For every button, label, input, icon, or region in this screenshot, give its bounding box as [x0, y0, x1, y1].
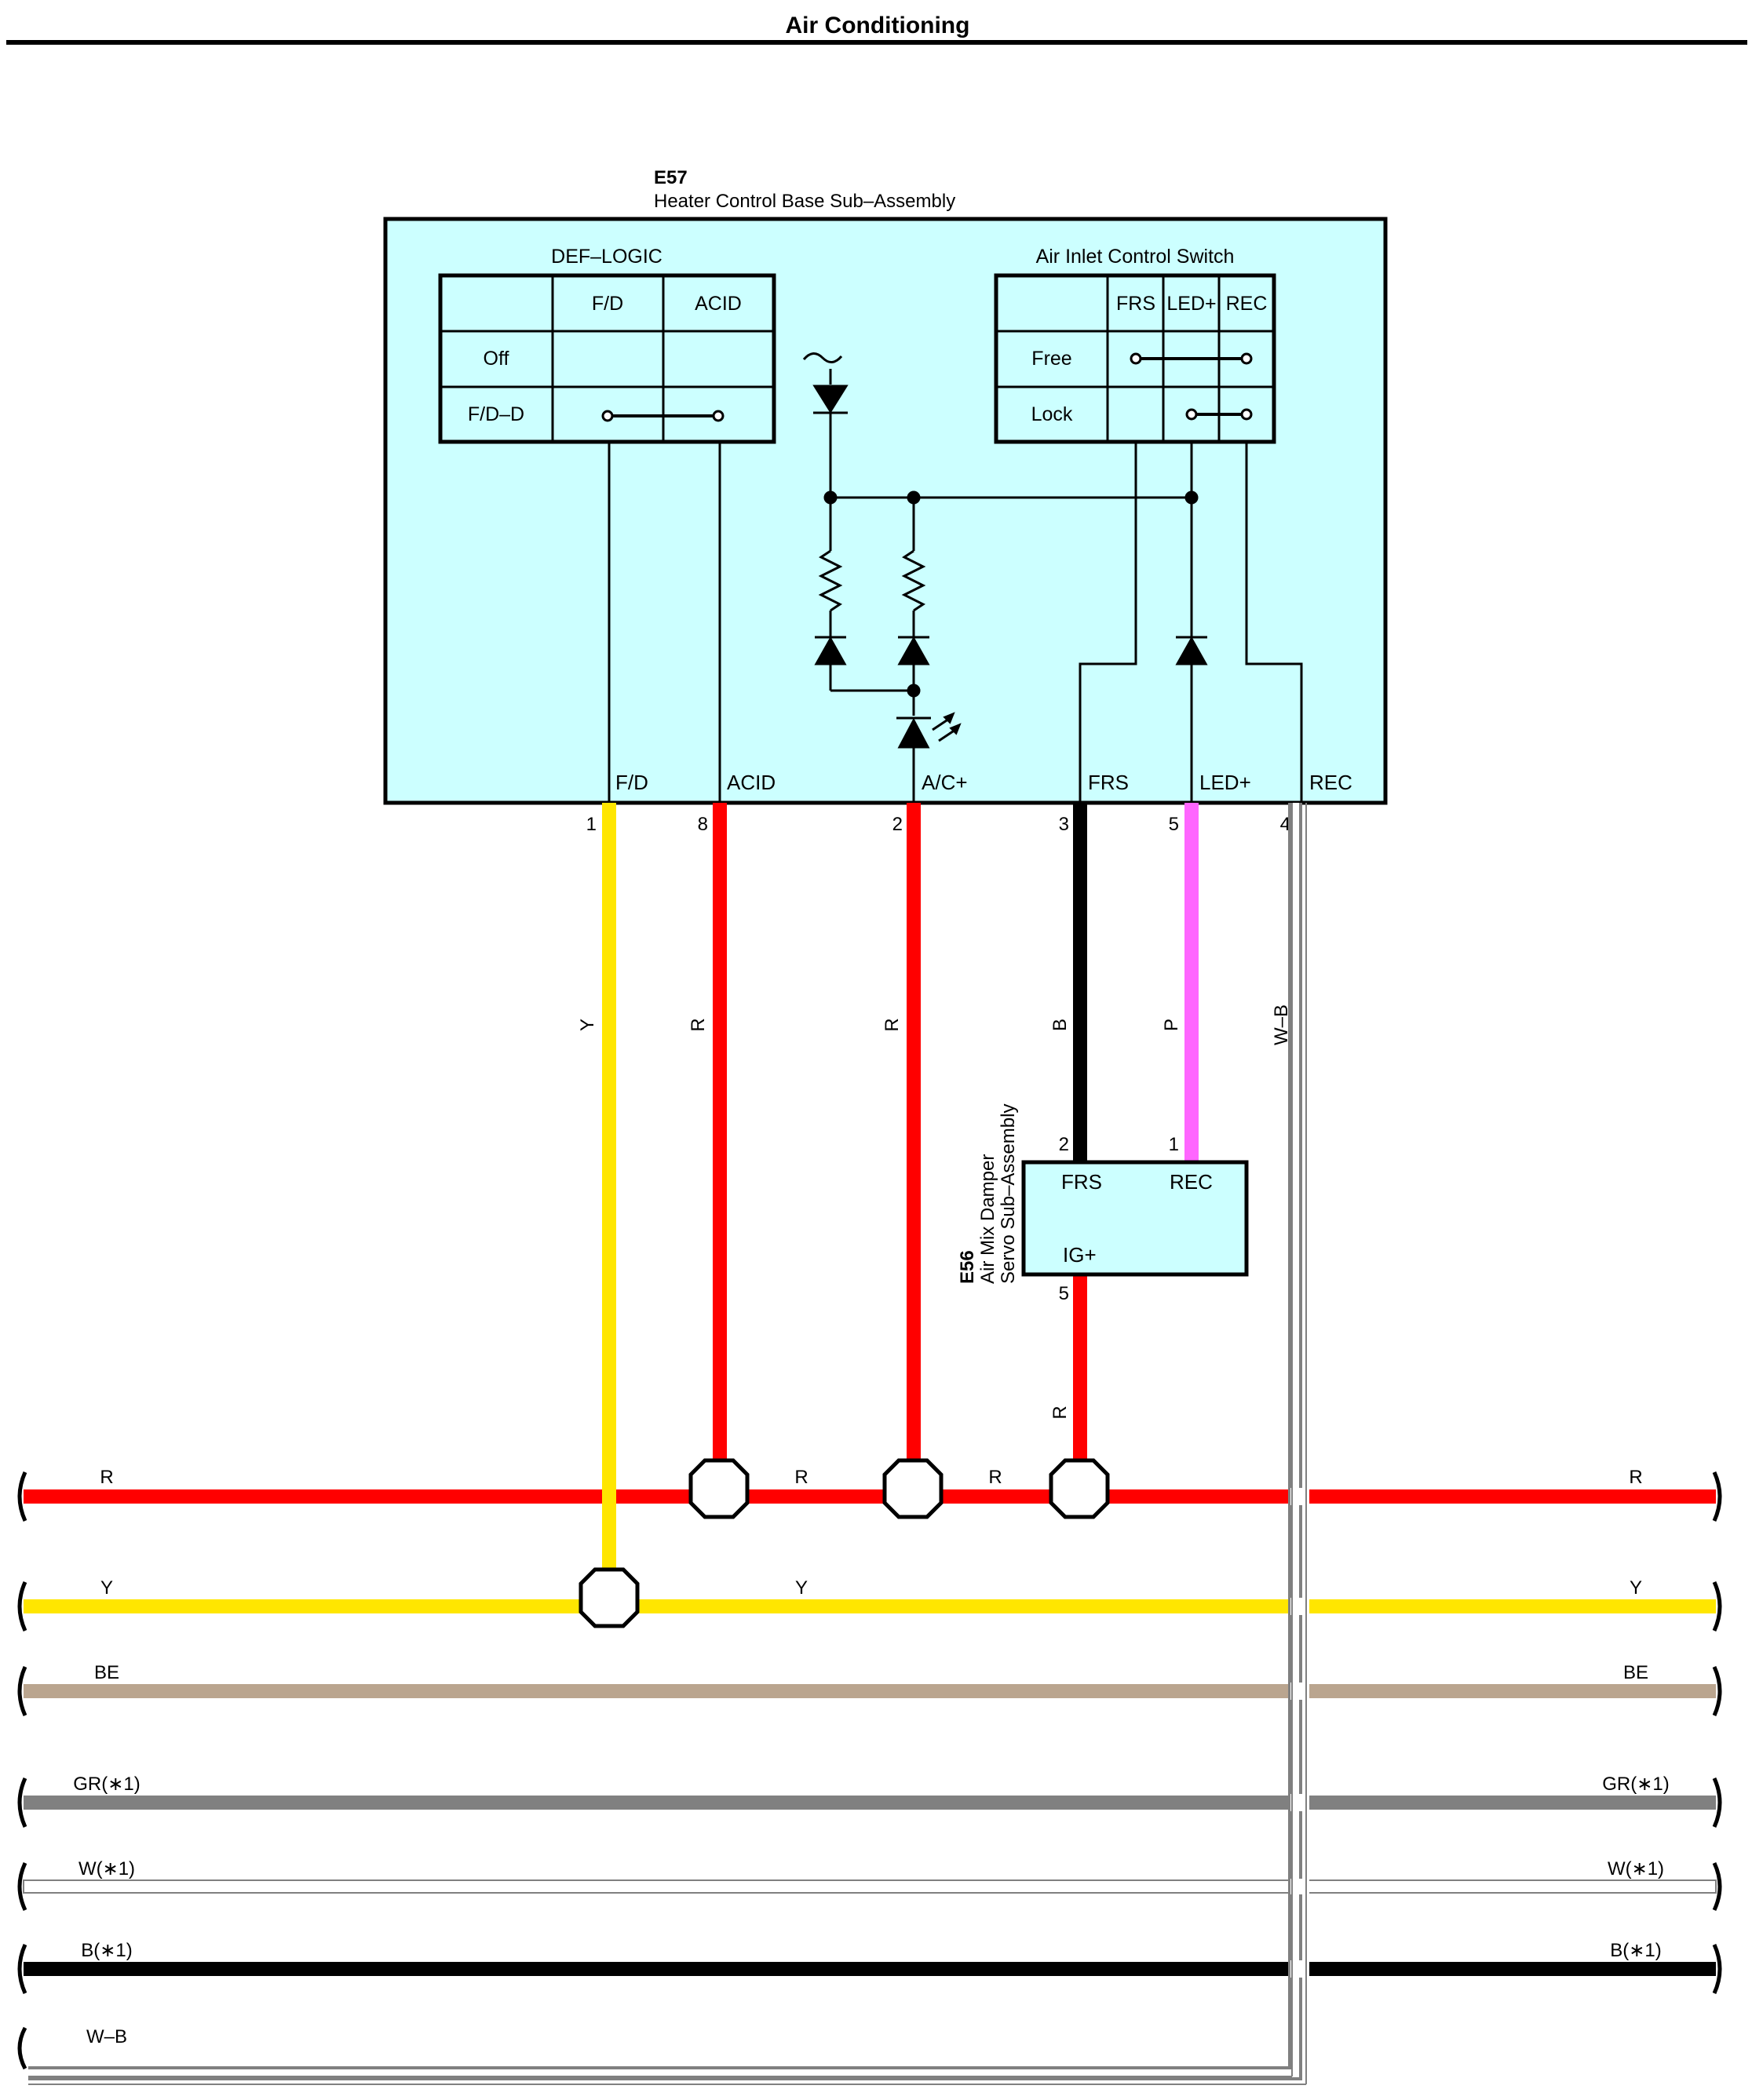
e57-pin-frs: 3 [1059, 814, 1069, 835]
splice-acid [688, 1458, 750, 1519]
title-rule [6, 40, 1747, 45]
e57-terminal-acplus: A/C+ [922, 771, 968, 794]
air-inlet-row-lock: Lock [1031, 403, 1073, 425]
e57-pin-fd: 1 [586, 814, 597, 835]
air-inlet-title: Air Inlet Control Switch [1036, 246, 1235, 268]
bus-beige-label-right: BE [1623, 1662, 1648, 1683]
e57-terminal-ledplus: LED+ [1199, 771, 1251, 794]
e56-terminal-frs: FRS [1061, 1170, 1102, 1194]
def-logic-table: DEF–LOGIC F/D ACID Off F/D–D [438, 246, 776, 444]
e57-terminal-acid: ACID [727, 771, 776, 794]
e57-name: Heater Control Base Sub–Assembly [654, 191, 955, 212]
bus-lines [17, 1471, 1722, 2070]
bus-yellow-label-left: Y [100, 1577, 113, 1599]
bus-black [24, 1962, 1716, 1976]
bus-red [24, 1489, 1716, 1504]
e56-pin-igplus: 5 [1059, 1283, 1069, 1304]
bus-labels: R R R R Y Y Y BE BE GR(∗1) GR(∗1) W(∗1) … [73, 1467, 1669, 2047]
e56-name-line1: Air Mix Damper [977, 1154, 998, 1284]
wire-label-acplus: R [881, 1018, 903, 1031]
bus-white-label-right: W(∗1) [1608, 1858, 1664, 1879]
e56-box [1021, 1160, 1249, 1277]
bus-yellow [24, 1599, 1716, 1613]
bus-yellow-label-mid: Y [795, 1577, 808, 1599]
e57-internal-circuit [608, 352, 1303, 802]
e57-pin-acplus: 2 [892, 814, 903, 835]
wire-acid-red [713, 803, 727, 1486]
air-inlet-row-free: Free [1031, 348, 1071, 370]
supply-diode [812, 385, 849, 414]
wire-acplus-red [907, 803, 921, 1486]
e56-name-line2: Servo Sub–Assembly [998, 1104, 1019, 1284]
wire-label-frs: B [1049, 1019, 1071, 1031]
splice-acplus [882, 1458, 944, 1519]
def-logic-col-fd: F/D [592, 293, 623, 315]
e57-id: E57 [654, 167, 688, 188]
wire-fd-yellow [602, 803, 616, 1603]
e56-terminal-rec: REC [1170, 1170, 1213, 1194]
air-inlet-switch-table: Air Inlet Control Switch FRS LED+ REC Fr… [994, 246, 1276, 444]
bus-white [23, 1879, 1717, 1894]
e57-pin-rec: 4 [1280, 814, 1290, 835]
wire-rec-white-black [28, 803, 1302, 2080]
air-inlet-col-frs: FRS [1116, 293, 1155, 315]
e56-component: FRS REC IG+ 2 1 5 E56 Air Mix Damper Ser… [957, 1104, 1249, 1304]
e56-terminal-igplus: IG+ [1063, 1243, 1097, 1267]
def-logic-row-fdd: F/D–D [468, 403, 524, 425]
ac-supply-symbol [802, 352, 843, 363]
bus-red-label-mid1: R [794, 1467, 808, 1488]
bus-red-label-mid2: R [988, 1467, 1002, 1488]
bus-red-label-right: R [1629, 1467, 1642, 1488]
wire-label-acid: R [688, 1018, 709, 1031]
wire-label-igplus: R [1049, 1405, 1071, 1419]
bus-white-label-left: W(∗1) [78, 1858, 135, 1879]
wire-label-rec: W–B [1271, 1004, 1292, 1045]
air-inlet-col-led: LED+ [1166, 293, 1216, 315]
air-inlet-col-rec: REC [1226, 293, 1268, 315]
def-logic-col-acid: ACID [695, 293, 742, 315]
bus-gray-label-right: GR(∗1) [1602, 1774, 1669, 1795]
e57-terminal-frs: FRS [1088, 771, 1129, 794]
wire-frs-black [1073, 803, 1087, 1161]
bus-yellow-label-right: Y [1630, 1577, 1642, 1599]
e57-pin-acid: 8 [698, 814, 708, 835]
bus-wb-label-left: W–B [86, 2026, 127, 2047]
bus-gray-label-left: GR(∗1) [73, 1774, 140, 1795]
wire-led-pink [1184, 803, 1199, 1161]
splice-igplus [1049, 1458, 1110, 1519]
splice-junctions [579, 1458, 1110, 1628]
diagram-title: Air Conditioning [786, 13, 970, 38]
bus-black-label-right: B(∗1) [1610, 1940, 1661, 1961]
e57-terminal-fd: F/D [615, 771, 648, 794]
wire-label-fd: Y [577, 1019, 598, 1031]
def-logic-title: DEF–LOGIC [551, 246, 662, 268]
bus-red-label-left: R [100, 1467, 113, 1488]
def-logic-row-off: Off [484, 348, 509, 370]
bus-beige [24, 1684, 1716, 1698]
resistor-2 [901, 549, 926, 612]
e57-terminal-rec: REC [1309, 771, 1352, 794]
bus-beige-label-left: BE [94, 1662, 119, 1683]
e57-wires [28, 803, 1309, 2085]
e56-id: E56 [957, 1250, 978, 1284]
bus-black-label-left: B(∗1) [81, 1940, 132, 1961]
e56-pin-frs: 2 [1059, 1134, 1069, 1155]
e56-pin-rec: 1 [1169, 1134, 1179, 1155]
wire-igplus-red [1073, 1273, 1087, 1486]
e57-component: E57 Heater Control Base Sub–Assembly DEF… [383, 167, 1388, 835]
resistor-1 [818, 549, 843, 612]
bus-gray [24, 1796, 1716, 1810]
splice-fd [579, 1567, 640, 1628]
wire-label-led: P [1161, 1019, 1182, 1031]
e57-pin-ledplus: 5 [1169, 814, 1179, 835]
wire-color-labels: Y R R B P W–B R [577, 1004, 1292, 1420]
